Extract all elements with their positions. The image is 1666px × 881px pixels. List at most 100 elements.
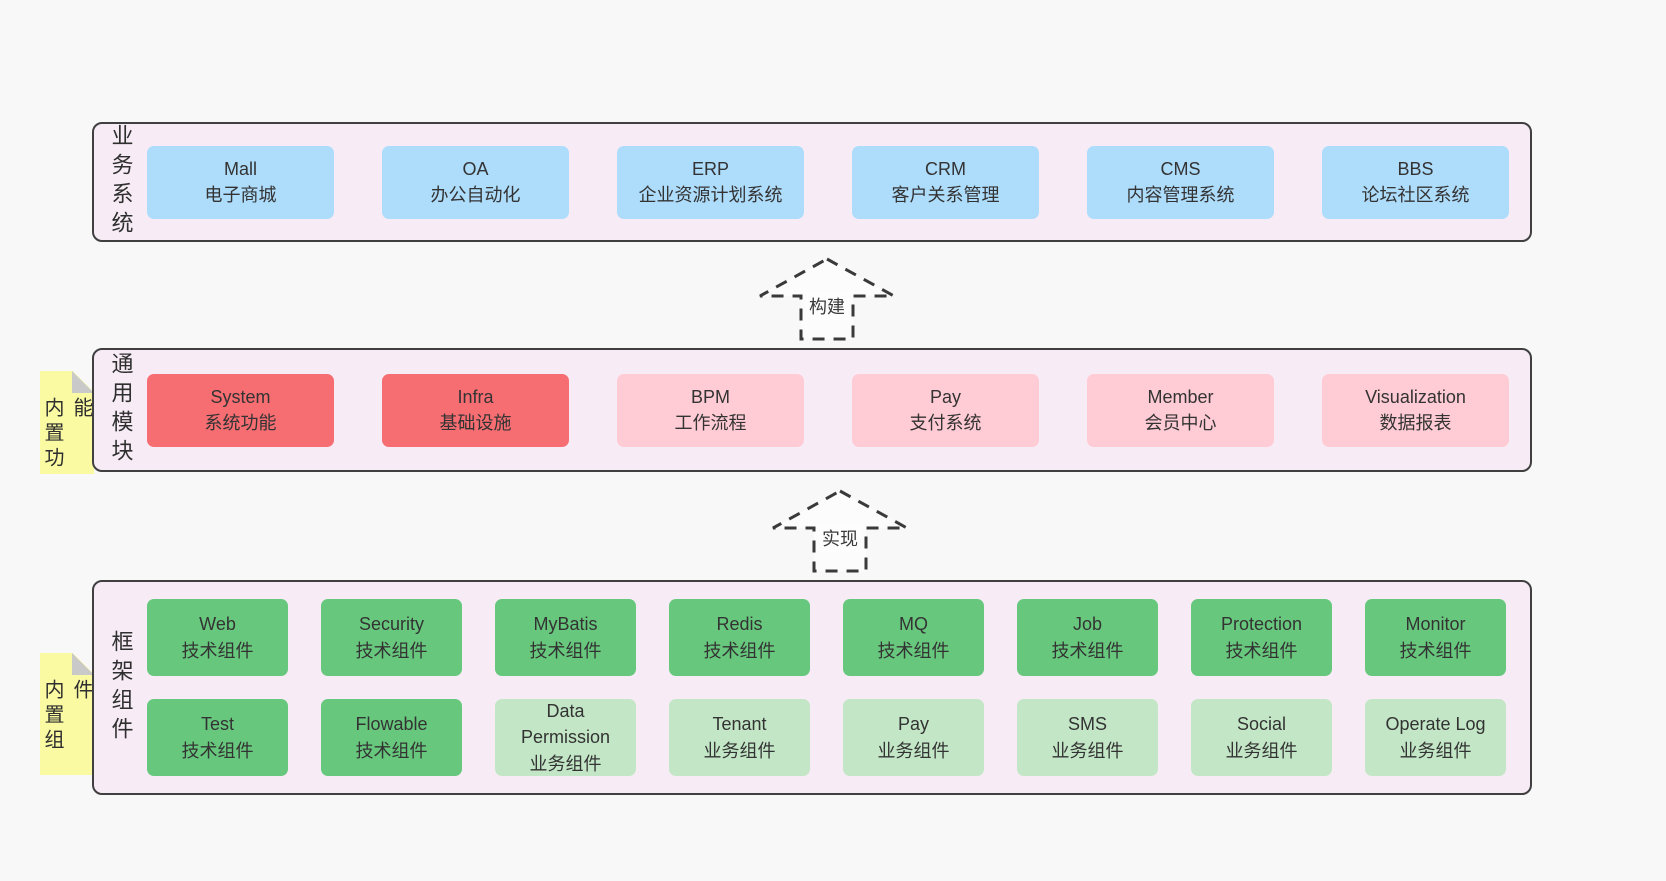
box-subtitle: 业务组件 bbox=[703, 740, 776, 761]
box-social: Social 业务组件 bbox=[1191, 699, 1332, 776]
box-title: Test bbox=[200, 714, 234, 735]
box-title: Visualization bbox=[1365, 386, 1466, 407]
common-modules-items: System 系统功能 Infra 基础设施 BPM 工作流程 Pay 支付系统… bbox=[147, 373, 1530, 447]
box-sms: SMS 业务组件 bbox=[1017, 699, 1158, 776]
folded-corner-icon bbox=[72, 371, 94, 393]
box-subtitle: 技术组件 bbox=[1051, 640, 1124, 661]
box-title: Infra bbox=[457, 386, 494, 407]
box-subtitle: 技术组件 bbox=[1225, 640, 1298, 661]
box-subtitle: 内容管理系统 bbox=[1126, 185, 1235, 205]
business-systems-items: Mall 电子商城 OA 办公自动化 ERP 企业资源计划系统 CRM 客户关系… bbox=[147, 145, 1530, 219]
box-oa: OA 办公自动化 bbox=[382, 145, 569, 219]
box-title: MyBatis bbox=[533, 614, 598, 635]
box-crm: CRM 客户关系管理 bbox=[852, 145, 1039, 219]
box-member: Member 会员中心 bbox=[1087, 373, 1274, 447]
box-subtitle: 技术组件 bbox=[529, 640, 602, 661]
box-tenant: Tenant 业务组件 bbox=[669, 699, 810, 776]
box-subtitle: 业务组件 bbox=[529, 753, 602, 774]
folded-corner-icon bbox=[72, 653, 94, 675]
framework-components-items: Web 技术组件 Security 技术组件 MyBatis 技术组件 Redi… bbox=[147, 599, 1530, 776]
layer-framework-components-label: 框架组件 bbox=[108, 629, 134, 746]
layer-business-systems-label: 业务系统 bbox=[108, 124, 134, 240]
box-subtitle: 业务组件 bbox=[877, 740, 950, 761]
box-subtitle: 业务组件 bbox=[1225, 740, 1298, 761]
box-title: Tenant bbox=[712, 714, 767, 735]
implement-arrow-label: 实现 bbox=[818, 524, 862, 552]
box-bbs: BBS 论坛社区系统 bbox=[1322, 145, 1509, 219]
box-title: System bbox=[210, 386, 271, 407]
box-title: BBS bbox=[1397, 158, 1434, 179]
box-web: Web 技术组件 bbox=[147, 599, 288, 676]
box-mall: Mall 电子商城 bbox=[147, 145, 334, 219]
box-security: Security 技术组件 bbox=[321, 599, 462, 676]
box-subtitle: 工作流程 bbox=[674, 413, 747, 433]
box-subtitle: 技术组件 bbox=[355, 640, 428, 661]
box-subtitle: 办公自动化 bbox=[430, 185, 521, 205]
box-pay: Pay 支付系统 bbox=[852, 373, 1039, 447]
box-job: Job 技术组件 bbox=[1017, 599, 1158, 676]
box-title: CRM bbox=[925, 158, 966, 179]
box-title: Web bbox=[199, 614, 236, 635]
box-subtitle: 企业资源计划系统 bbox=[638, 185, 783, 205]
box-subtitle: 论坛社区系统 bbox=[1361, 185, 1470, 205]
box-subtitle: 数据报表 bbox=[1379, 413, 1452, 433]
box-redis: Redis 技术组件 bbox=[669, 599, 810, 676]
layer-common-modules: 通用模块 System 系统功能 Infra 基础设施 BPM 工作流程 Pay… bbox=[92, 348, 1532, 472]
box-subtitle: 基础设施 bbox=[439, 413, 512, 433]
layer-business-systems: 业务系统 Mall 电子商城 OA 办公自动化 ERP 企业资源计划系统 CRM… bbox=[92, 122, 1532, 242]
box-subtitle: 技术组件 bbox=[877, 640, 950, 661]
box-subtitle: 电子商城 bbox=[204, 185, 277, 205]
box-pay-component: Pay 业务组件 bbox=[843, 699, 984, 776]
sticky-note-builtin-components: 内置组件 bbox=[40, 653, 94, 775]
box-title: Social bbox=[1236, 714, 1287, 735]
box-subtitle: 业务组件 bbox=[1399, 740, 1472, 761]
box-data-permission: Data Permission 业务组件 bbox=[495, 699, 636, 776]
box-title: Data Permission bbox=[520, 701, 611, 748]
box-visualization: Visualization 数据报表 bbox=[1322, 373, 1509, 447]
box-test: Test 技术组件 bbox=[147, 699, 288, 776]
box-subtitle: 技术组件 bbox=[1399, 640, 1472, 661]
box-title: MQ bbox=[899, 614, 928, 635]
box-subtitle: 业务组件 bbox=[1051, 740, 1124, 761]
box-bpm: BPM 工作流程 bbox=[617, 373, 804, 447]
box-title: Job bbox=[1072, 614, 1103, 635]
box-title: Redis bbox=[716, 614, 763, 635]
box-subtitle: 系统功能 bbox=[204, 413, 277, 433]
box-title: Pay bbox=[897, 714, 930, 735]
box-infra: Infra 基础设施 bbox=[382, 373, 569, 447]
box-subtitle: 技术组件 bbox=[355, 740, 428, 761]
box-title: ERP bbox=[691, 158, 729, 179]
box-title: Pay bbox=[929, 386, 962, 407]
box-system: System 系统功能 bbox=[147, 373, 334, 447]
build-arrow: 构建 bbox=[757, 256, 897, 342]
box-title: Protection bbox=[1220, 614, 1303, 635]
implement-arrow: 实现 bbox=[770, 488, 910, 574]
box-flowable: Flowable 技术组件 bbox=[321, 699, 462, 776]
box-subtitle: 技术组件 bbox=[703, 640, 776, 661]
box-title: Monitor bbox=[1405, 614, 1466, 635]
box-title: SMS bbox=[1067, 714, 1107, 735]
box-mq: MQ 技术组件 bbox=[843, 599, 984, 676]
box-subtitle: 技术组件 bbox=[181, 740, 254, 761]
box-protection: Protection 技术组件 bbox=[1191, 599, 1332, 676]
layer-common-modules-label: 通用模块 bbox=[108, 352, 134, 468]
box-cms: CMS 内容管理系统 bbox=[1087, 145, 1274, 219]
box-title: Member bbox=[1147, 386, 1214, 407]
box-subtitle: 技术组件 bbox=[181, 640, 254, 661]
sticky-note-builtin-features: 内置功能 bbox=[40, 371, 94, 474]
box-monitor: Monitor 技术组件 bbox=[1365, 599, 1506, 676]
box-title: Security bbox=[358, 614, 425, 635]
box-title: CMS bbox=[1160, 158, 1201, 179]
sticky-note-text: 内置组件 bbox=[41, 679, 92, 754]
box-title: Operate Log bbox=[1385, 714, 1486, 735]
box-mybatis: MyBatis 技术组件 bbox=[495, 599, 636, 676]
box-erp: ERP 企业资源计划系统 bbox=[617, 145, 804, 219]
box-operate-log: Operate Log 业务组件 bbox=[1365, 699, 1506, 776]
box-title: OA bbox=[462, 158, 489, 179]
box-title: Flowable bbox=[355, 714, 428, 735]
box-subtitle: 会员中心 bbox=[1144, 413, 1217, 433]
box-title: Mall bbox=[223, 158, 257, 179]
box-title: BPM bbox=[690, 386, 730, 407]
box-subtitle: 支付系统 bbox=[909, 413, 982, 433]
